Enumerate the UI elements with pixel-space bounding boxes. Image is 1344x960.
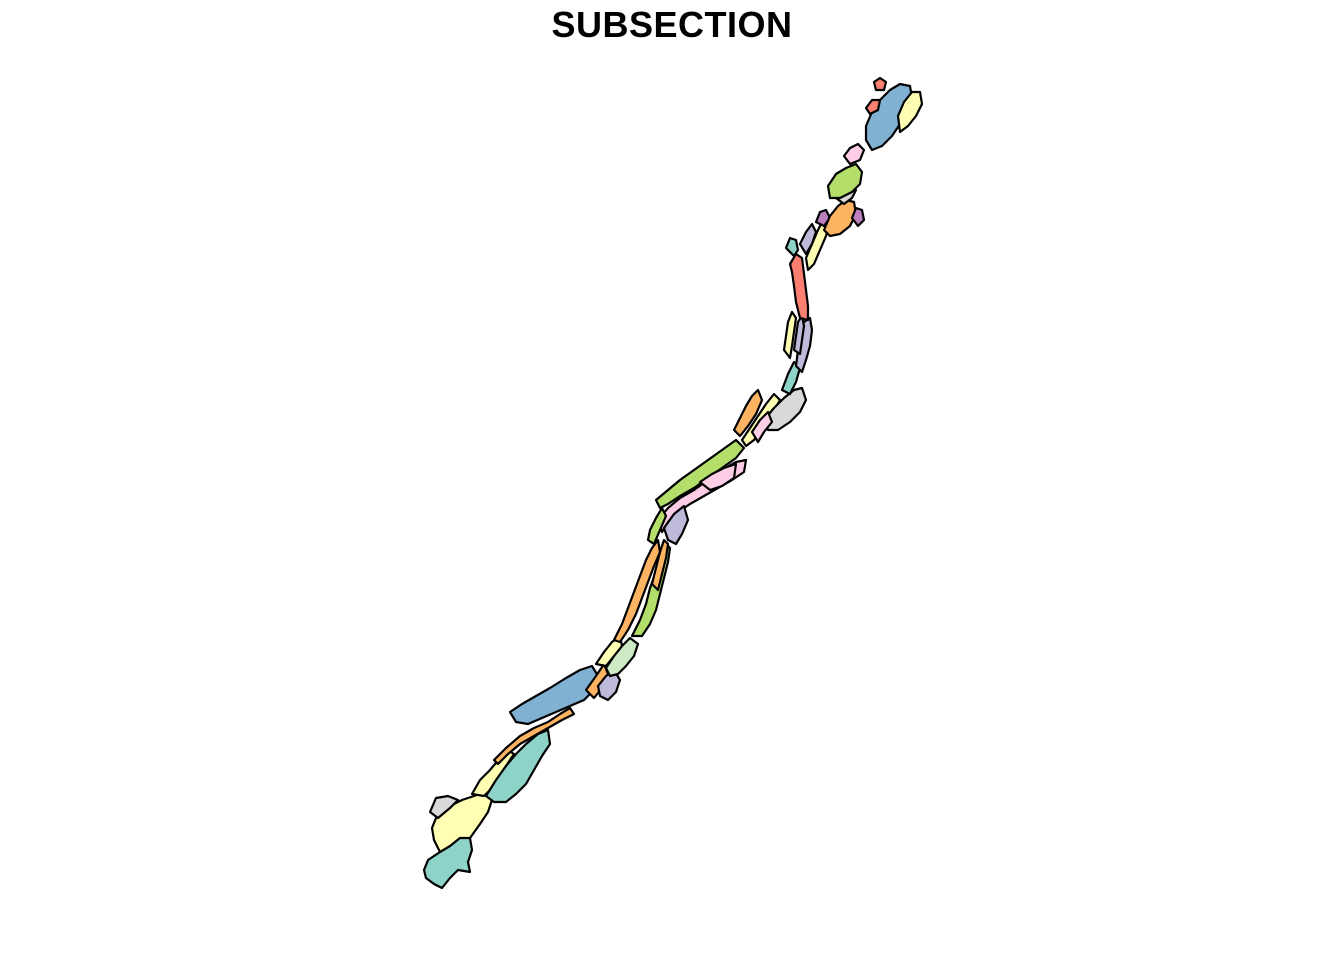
subsection-20-polygon — [732, 388, 764, 438]
subsection-5-polygon — [484, 728, 552, 804]
subsection-15-polygon — [654, 438, 746, 510]
subsection-28-polygon — [788, 252, 810, 322]
subsection-34-polygon — [850, 206, 866, 228]
subsection-6-polygon — [492, 706, 576, 766]
subsection-29-polygon — [784, 236, 800, 258]
subsection-7-polygon — [508, 664, 600, 726]
subsection-12-polygon — [612, 538, 662, 644]
subsection-9-polygon — [596, 668, 622, 702]
subsection-36-polygon — [826, 162, 864, 200]
subsection-17-polygon — [662, 504, 690, 546]
subsection-31-polygon — [798, 222, 818, 256]
subsection-27-polygon — [792, 314, 806, 356]
subsection-2-polygon — [430, 790, 494, 854]
map-title: SUBSECTION — [551, 4, 793, 45]
subsection-41-polygon — [872, 76, 888, 92]
subsection-23-polygon — [750, 410, 774, 444]
subsection-26-polygon — [782, 310, 798, 360]
subsection-22-polygon — [762, 386, 808, 432]
subsection-40-polygon — [864, 98, 882, 116]
subsection-19-polygon — [698, 462, 738, 492]
subsection-39-polygon — [896, 90, 924, 134]
subsection-18-polygon — [646, 506, 668, 546]
subsection-37-polygon — [842, 142, 866, 166]
subsection-14-polygon — [650, 538, 670, 592]
subsection-3-polygon — [428, 794, 460, 820]
